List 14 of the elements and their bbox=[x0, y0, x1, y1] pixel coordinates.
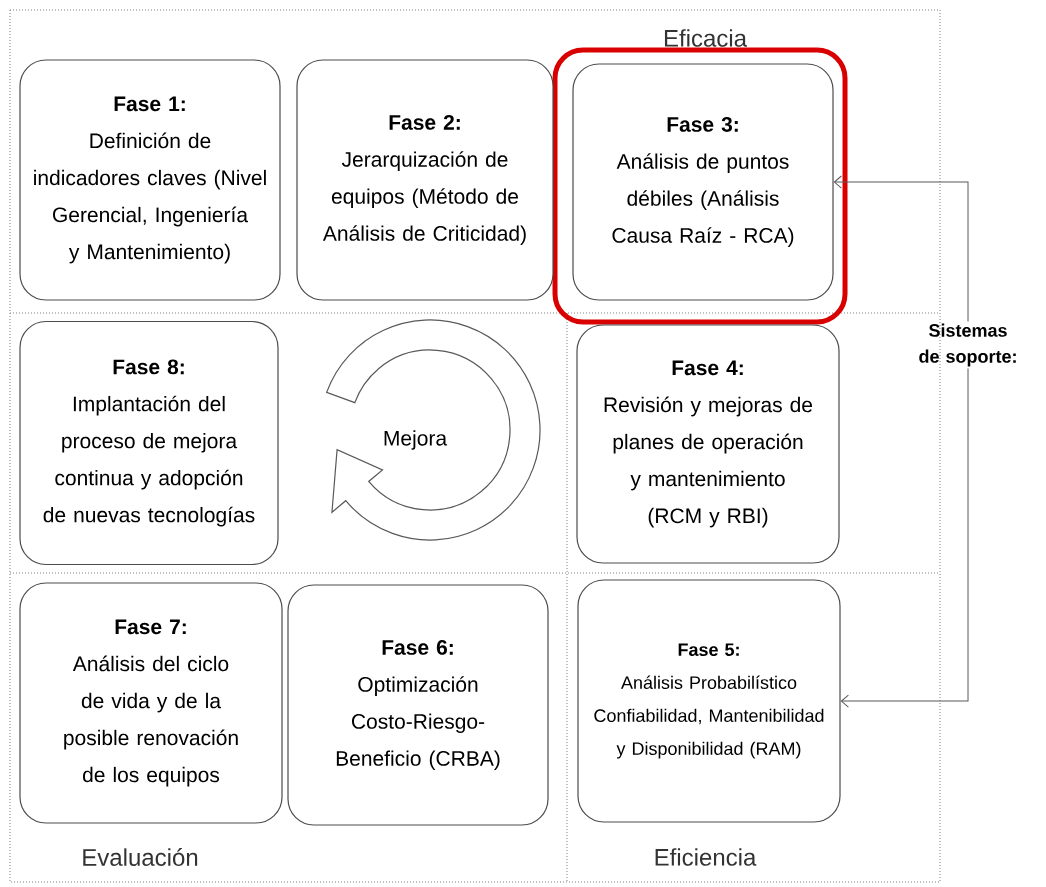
phase-box: Fase 4: Revisión y mejoras de planes de operación y mantenimiento (RCM y RBI) bbox=[576, 324, 840, 564]
phase-box: Fase 3: Análisis de puntos débiles (Análisis Causa Raíz - RCA) bbox=[572, 63, 834, 301]
center-label: Mejora bbox=[384, 430, 448, 450]
phase-box: Fase 2: Jerarquización de equipos (Método de Análisis de Criticidad) bbox=[296, 59, 554, 301]
phase-box: Fase 5: Análisis Probabilístico Confiabilidad, Mantenibilidad y Disponibilidad (RAM) bbox=[577, 579, 841, 823]
section-label: Evaluación bbox=[83, 848, 198, 866]
support-note: Sistemas de soporte: bbox=[919, 323, 1016, 367]
connector-arrow bbox=[840, 368, 969, 708]
phase-box: Fase 8: Implantación del proceso de mejora continua y adopción de nuevas tecnologías bbox=[19, 320, 279, 566]
section-label: Eficiencia bbox=[655, 848, 757, 866]
phase-box: Fase 6: Optimización Costo-Riesgo-Beneficio (CRBA) bbox=[287, 584, 549, 826]
connector-arrow bbox=[833, 175, 969, 322]
phase-box: Fase 1: Definición de indicadores claves (Nivel Gerencial, Ingeniería y Mantenimiento) bbox=[19, 59, 281, 301]
phase-box: Fase 7: Análisis del ciclo de vida y de la posible renovación de los equipos bbox=[19, 582, 283, 824]
